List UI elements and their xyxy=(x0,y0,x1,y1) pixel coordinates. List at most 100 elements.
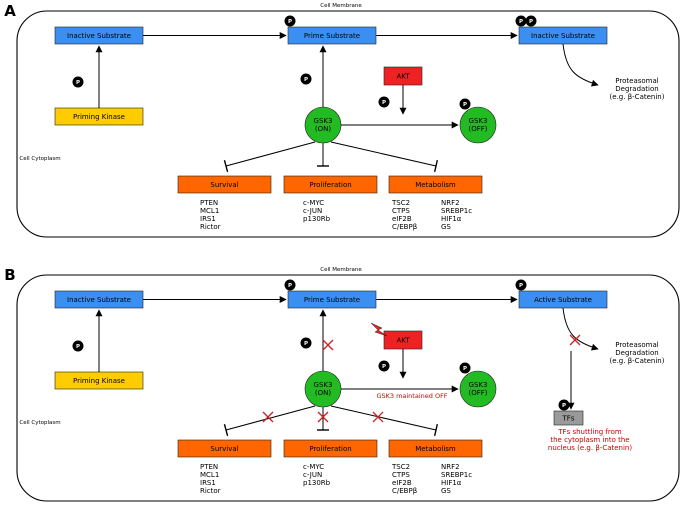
end-substrate-box-label: Inactive Substrate xyxy=(531,32,595,40)
inhibit-survival xyxy=(225,141,316,167)
phosphate-icon xyxy=(284,279,296,291)
metabolism-target: HIF1α xyxy=(441,215,462,223)
metabolism-target: TSC2 xyxy=(391,463,410,471)
phosphate-icon xyxy=(558,399,570,411)
metabolism-target: GS xyxy=(441,223,451,231)
metabolism-target: C/EBPβ xyxy=(392,487,417,495)
metabolism-target: eIF2B xyxy=(392,215,412,223)
metabolism-box-label: Metabolism xyxy=(415,445,456,453)
inactive-substrate-box-label: Inactive Substrate xyxy=(67,296,131,304)
cell-cytoplasm-label: Cell Cytoplasm xyxy=(19,420,60,426)
survival-box xyxy=(177,439,272,458)
phosphate-icon xyxy=(72,76,84,88)
metabolism-target: C/EBPβ xyxy=(392,223,417,231)
proliferation-target: c-JUN xyxy=(303,471,322,479)
phosphate-icon xyxy=(284,15,296,27)
metabolism-target: NRF2 xyxy=(441,199,460,207)
survival-target: MCL1 xyxy=(200,207,219,215)
phosphate-icon xyxy=(459,98,471,110)
tfs-note-line-3: nucleus (e.g. β-Catenin) xyxy=(548,444,632,452)
metabolism-box-label: Metabolism xyxy=(415,181,456,189)
phosphate-label: P xyxy=(529,19,533,25)
gsk3-maintained-off-label: GSK3 maintained OFF xyxy=(376,392,447,400)
arrow-to-degradation xyxy=(562,307,599,351)
cell-membrane-label: Cell Membrane xyxy=(320,267,362,273)
inhibit-metabolism xyxy=(330,405,437,431)
inhibit-metabolism-bar xyxy=(433,423,439,437)
cross-stroke xyxy=(372,411,384,423)
inhibit-metabolism-bar xyxy=(433,159,439,173)
inhibition-cross-icon xyxy=(322,339,334,351)
lightning-icon xyxy=(370,322,388,337)
cross-stroke xyxy=(569,334,581,346)
phosphate-icon xyxy=(525,15,537,27)
akt-box-label: AKT xyxy=(396,337,410,345)
metabolism-box xyxy=(388,439,483,458)
degradation-label-2: Degradation xyxy=(615,349,658,357)
proliferation-target: p130Rb xyxy=(303,215,331,223)
gsk3-off-node xyxy=(459,106,497,144)
gsk3-off-state: (OFF) xyxy=(468,389,487,397)
proliferation-box xyxy=(283,175,378,194)
degradation-label-2: Degradation xyxy=(615,85,658,93)
phosphate-label: P xyxy=(288,19,292,25)
survival-target: IRS1 xyxy=(200,215,216,223)
cell-cytoplasm-label: Cell Cytoplasm xyxy=(19,156,60,162)
panel-letter: B xyxy=(4,266,15,284)
survival-target: MCL1 xyxy=(200,471,219,479)
inhibition-cross-icon xyxy=(262,411,274,423)
metabolism-target: eIF2B xyxy=(392,479,412,487)
arrow-to-degradation xyxy=(562,43,599,87)
cross-stroke xyxy=(317,411,329,423)
tfs-box xyxy=(553,410,584,426)
proliferation-box xyxy=(283,439,378,458)
end-substrate-box-label: Active Substrate xyxy=(534,296,592,304)
survival-box-label: Survival xyxy=(210,445,238,453)
proliferation-target: p130Rb xyxy=(303,479,331,487)
prime-substrate-box-label: Prime Substrate xyxy=(304,32,360,40)
phosphate-label: P xyxy=(519,283,523,289)
gsk3-on-state: (ON) xyxy=(315,389,331,397)
tfs-note-line-1: TFs shuttling from xyxy=(557,428,622,436)
gsk3-off-node xyxy=(459,370,497,408)
inhibit-survival-bar xyxy=(223,424,229,436)
priming-kinase-box-label: Priming Kinase xyxy=(73,377,125,385)
phosphate-icon xyxy=(515,279,527,291)
survival-target: Rictor xyxy=(200,223,221,231)
tfs-box-label: TFs xyxy=(562,415,575,423)
degradation-label-3: (e.g. β-Catenin) xyxy=(610,357,665,365)
proliferation-target: c-MYC xyxy=(303,199,324,207)
cross-stroke xyxy=(322,339,334,351)
survival-target: PTEN xyxy=(200,199,218,207)
inactive-substrate-box-label: Inactive Substrate xyxy=(67,32,131,40)
gsk3-off-label: GSK3 xyxy=(469,117,488,125)
degradation-label-1: Proteasomal xyxy=(615,77,658,85)
metabolism-target: NRF2 xyxy=(441,463,460,471)
phosphate-label: P xyxy=(382,364,386,370)
phosphate-label: P xyxy=(519,19,523,25)
akt-box-label: AKT xyxy=(396,73,410,81)
inhibition-cross-icon xyxy=(372,411,384,423)
proliferation-box-label: Proliferation xyxy=(309,181,351,189)
phosphate-label: P xyxy=(304,77,308,83)
phosphate-label: P xyxy=(382,100,386,106)
phosphate-icon xyxy=(515,15,527,27)
phosphate-icon xyxy=(72,340,84,352)
survival-target: PTEN xyxy=(200,463,218,471)
survival-box xyxy=(177,175,272,194)
gsk3-on-label: GSK3 xyxy=(314,117,333,125)
phosphate-label: P xyxy=(562,403,566,409)
phosphate-label: P xyxy=(288,283,292,289)
cell-membrane-outline xyxy=(16,10,680,238)
metabolism-target: SREBP1c xyxy=(441,471,472,479)
cross-stroke xyxy=(262,411,274,423)
degradation-label-1: Proteasomal xyxy=(615,341,658,349)
cell-membrane-label: Cell Membrane xyxy=(320,3,362,9)
phosphate-icon xyxy=(300,337,312,349)
metabolism-target: CTPS xyxy=(392,471,410,479)
inhibition-cross-icon xyxy=(317,411,329,423)
metabolism-target: HIF1α xyxy=(441,479,462,487)
phosphate-label: P xyxy=(304,341,308,347)
